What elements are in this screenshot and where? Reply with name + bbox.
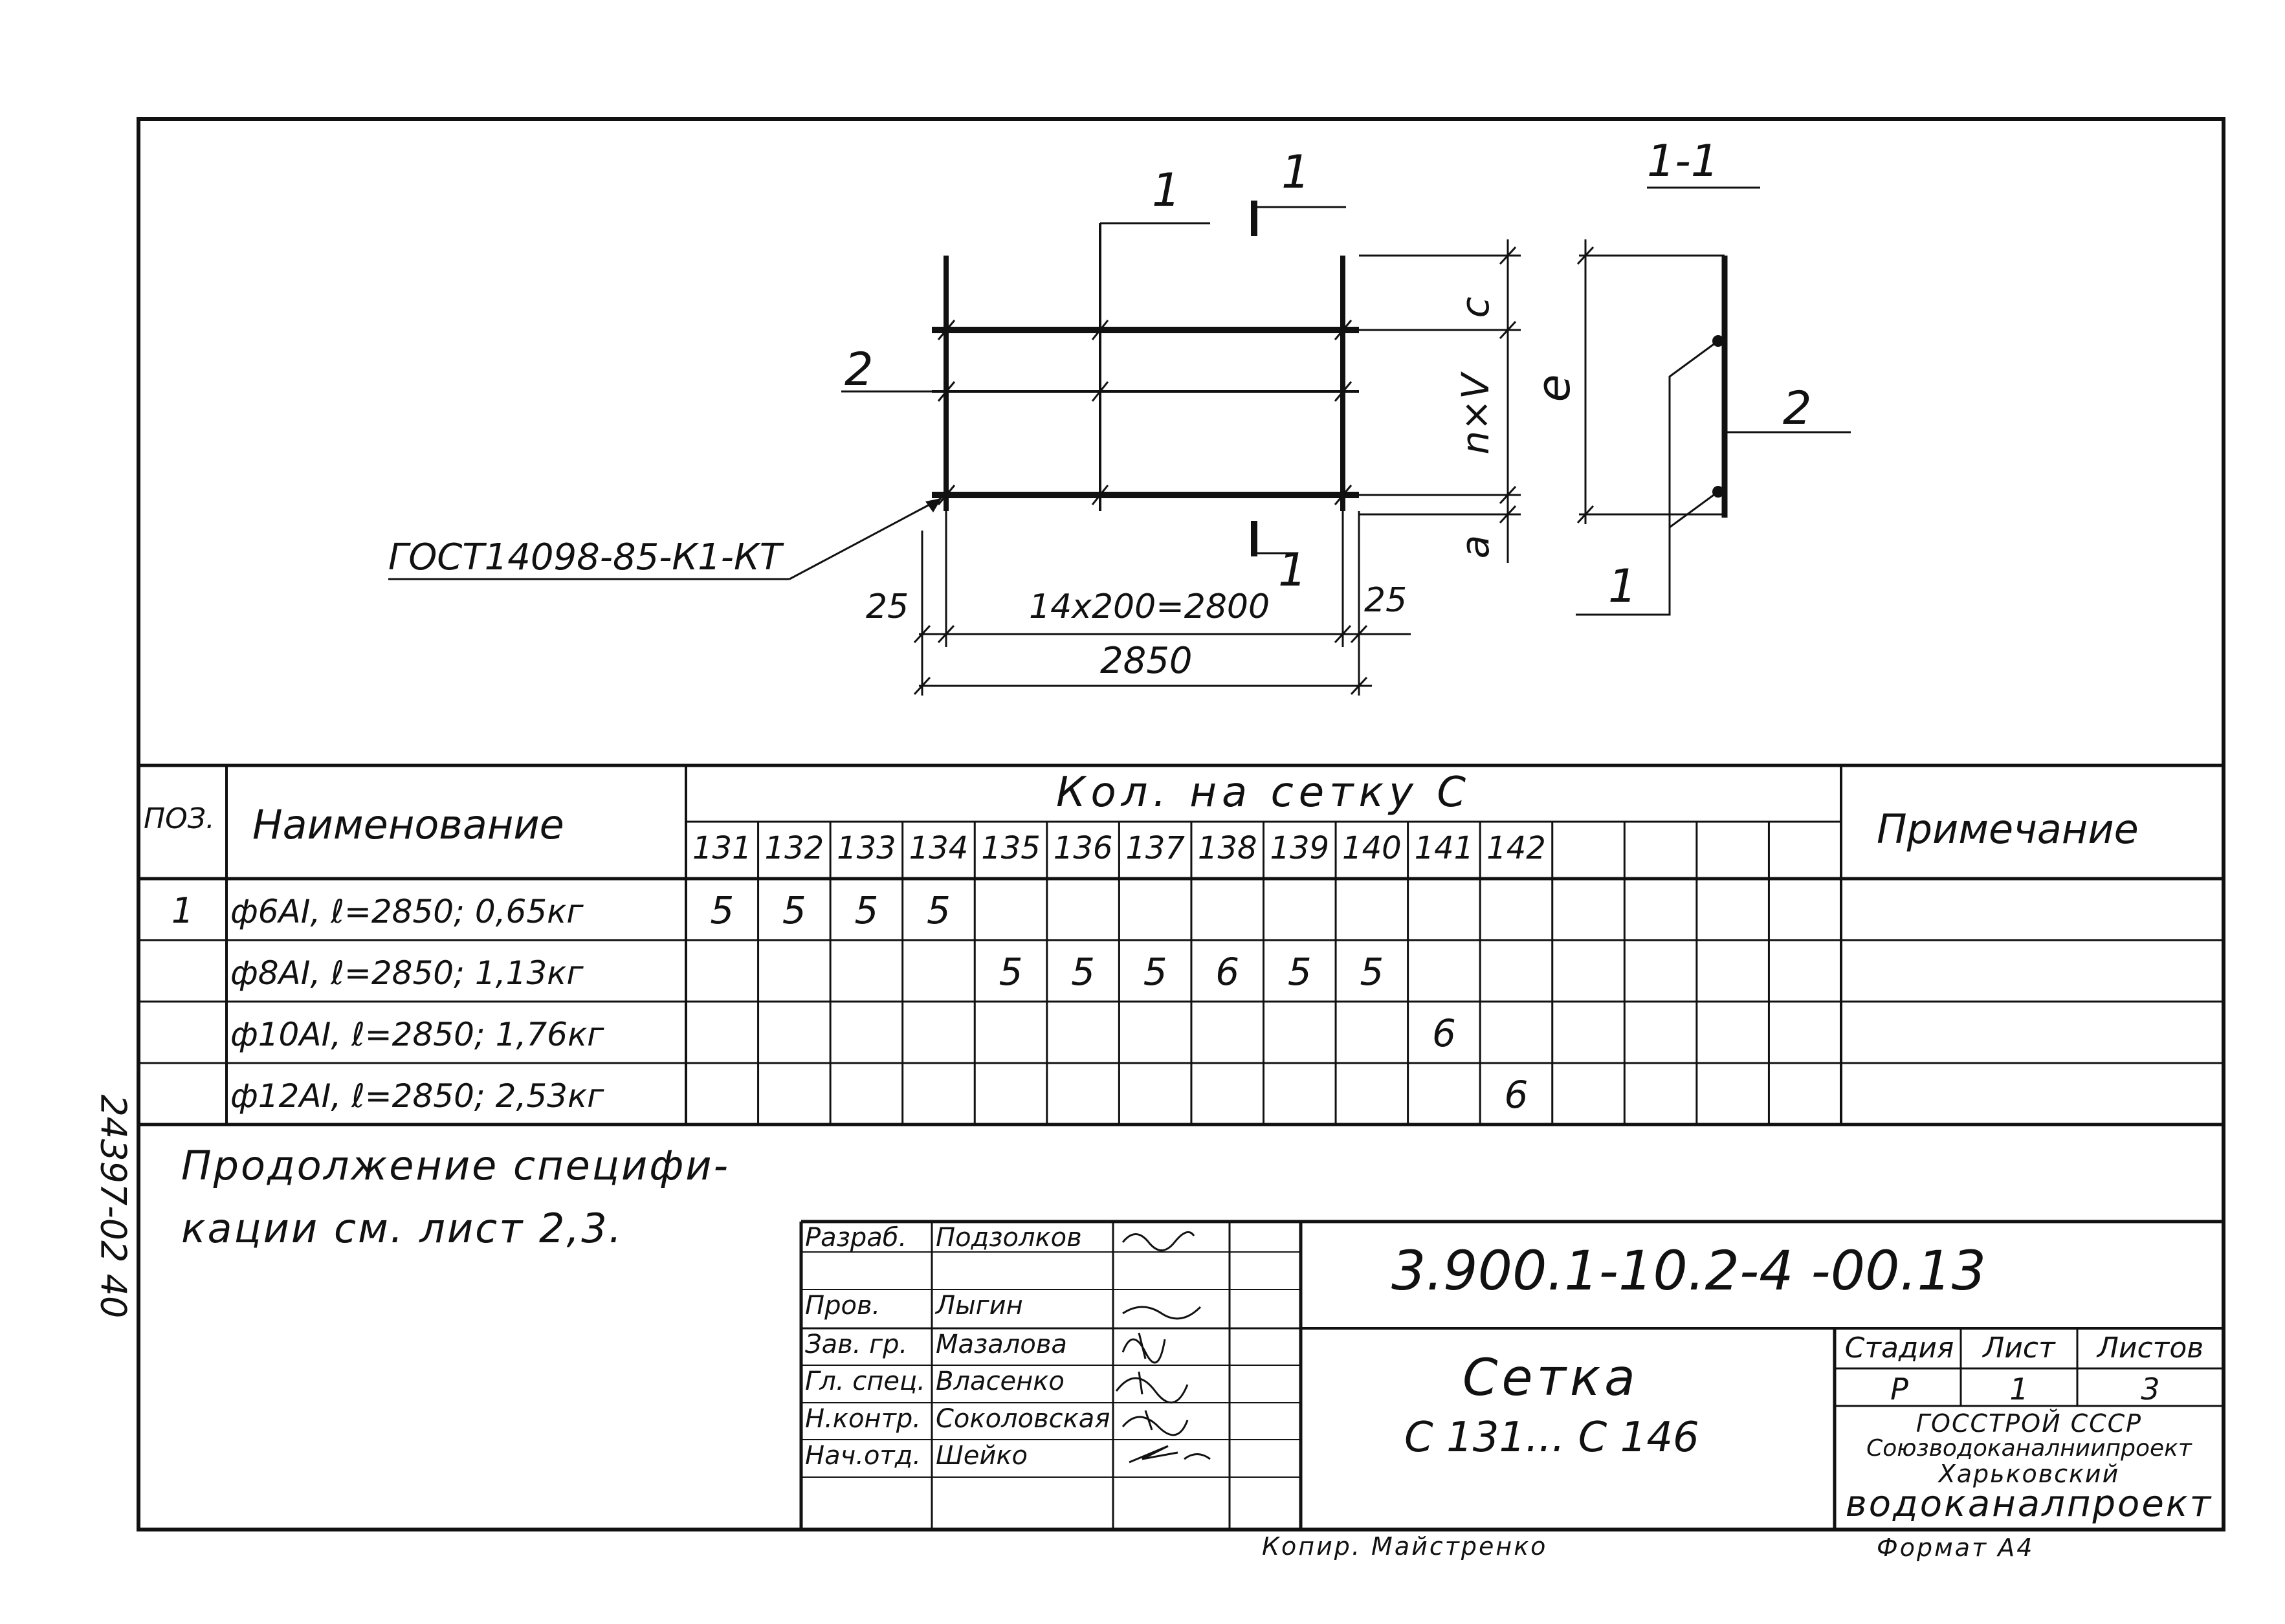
qty-column-header: 140	[1342, 830, 1402, 866]
signature-4	[1115, 1371, 1189, 1404]
qty-column-header: 134	[909, 830, 969, 866]
qty-cell: 5	[927, 888, 951, 932]
weld-note: ГОСТ14098-85-К1-КТ	[388, 536, 784, 578]
qty-column-header: 132	[764, 830, 824, 866]
row-name: ф8АI, ℓ=2850; 1,13кг	[230, 954, 584, 992]
signature-5	[1121, 1410, 1189, 1436]
qty-cell: 5	[1287, 950, 1312, 994]
footer-format: Формат А4	[1877, 1533, 2035, 1562]
side-stamp: 24397-02 40	[93, 1094, 134, 1319]
row-name: ф12АI, ℓ=2850; 2,53кг	[230, 1077, 604, 1115]
qty-cell: 5	[710, 888, 734, 932]
dim-25-right: 25	[1364, 581, 1407, 620]
row-pos: 1	[171, 890, 194, 931]
sheet-frame	[137, 117, 2225, 1531]
dim-nxv-label: n×V	[1453, 371, 1497, 454]
qty-cell: 6	[1431, 1011, 1456, 1055]
row-name: ф10АI, ℓ=2850; 1,76кг	[230, 1016, 604, 1053]
signer-name: Власенко	[936, 1366, 1065, 1396]
section-title: 1-1	[1647, 136, 1719, 187]
signer-role: Н.контр.	[805, 1404, 921, 1434]
sheets-label: Листов	[2097, 1332, 2204, 1365]
org-line-2: Союзводоканалниипроект	[1866, 1435, 2192, 1462]
sheet-value: 1	[2009, 1372, 2029, 1407]
qty-column-header: 138	[1197, 830, 1257, 866]
header-note: Примечание	[1877, 806, 2139, 853]
qty-cell: 5	[1143, 950, 1167, 994]
qty-column-header: 135	[981, 830, 1041, 866]
stage-value: Р	[1890, 1372, 1908, 1407]
continuation-line-1: Продолжение специфи-	[181, 1142, 730, 1189]
section-1-1	[1576, 186, 1851, 616]
qty-column-header: 133	[837, 830, 896, 866]
footer-copier: Копир. Майстренко	[1262, 1532, 1548, 1561]
signature-6	[1129, 1445, 1211, 1464]
signer-name: Подзолков	[936, 1223, 1082, 1253]
signer-name: Лыгин	[936, 1291, 1023, 1321]
header-qty: Кол. на сетку С	[1056, 769, 1471, 817]
title-line-1: Сетка	[1463, 1349, 1639, 1407]
signature-3	[1121, 1332, 1166, 1364]
dim-pitch: 14х200=2800	[1029, 587, 1270, 626]
signer-name: Мазалова	[936, 1330, 1067, 1359]
section-mark-top-label: 1	[1281, 146, 1310, 199]
qty-cell: 6	[1504, 1073, 1529, 1117]
row-name: ф6АI, ℓ=2850; 0,65кг	[230, 893, 584, 930]
signer-role: Гл. спец.	[805, 1366, 925, 1396]
signer-role: Зав. гр.	[805, 1330, 908, 1359]
section-mark-bottom-label: 1	[1278, 543, 1307, 597]
qty-cell: 5	[1071, 950, 1096, 994]
dim-a-label: a	[1453, 535, 1498, 559]
dim-25-left: 25	[866, 587, 909, 626]
continuation-line-2: кации см. лист 2,3.	[181, 1205, 624, 1252]
org-line-4: водоканалпроект	[1845, 1483, 2213, 1525]
signature-1	[1121, 1231, 1195, 1251]
org-line-3: Харьковский	[1938, 1460, 2120, 1488]
qty-column-header: 136	[1053, 830, 1113, 866]
signer-role: Пров.	[805, 1291, 881, 1321]
mesh-plan	[388, 201, 1521, 696]
doc-code: 3.900.1-10.2-4 -00.13	[1391, 1239, 1987, 1302]
section-label-2: 2	[1783, 382, 1812, 435]
qty-cell: 5	[1360, 950, 1384, 994]
signer-name: Шейко	[936, 1441, 1028, 1471]
signature-2	[1122, 1306, 1202, 1320]
leader-1-top-label: 1	[1152, 164, 1181, 217]
dim-c-label: c	[1453, 297, 1498, 318]
qty-column-header: 131	[692, 830, 752, 866]
spec-table-grid	[138, 763, 2224, 1126]
qty-cell: 5	[782, 888, 806, 932]
signer-name: Соколовская	[936, 1404, 1110, 1434]
sheets-value: 3	[2141, 1372, 2160, 1407]
signer-role: Нач.отд.	[805, 1441, 922, 1471]
qty-cell: 6	[1215, 950, 1240, 994]
dim-total: 2850	[1100, 640, 1193, 682]
leader-2-label: 2	[844, 343, 874, 396]
dim-e-label: e	[1527, 374, 1580, 402]
qty-column-header: 139	[1270, 830, 1330, 866]
qty-cell: 5	[854, 888, 879, 932]
signatures	[1115, 1231, 1211, 1464]
stage-label: Стадия	[1844, 1332, 1954, 1365]
qty-column-header: 141	[1414, 830, 1474, 866]
title-block-grid	[799, 1220, 2224, 1530]
title-line-2: С 131... С 146	[1404, 1414, 1699, 1462]
signer-role: Разраб.	[805, 1223, 907, 1253]
qty-column-header: 137	[1125, 830, 1185, 866]
qty-column-header: 142	[1486, 830, 1546, 866]
org-line-1: ГОССТРОЙ СССР	[1915, 1409, 2143, 1438]
header-pos: ПОЗ.	[144, 802, 215, 835]
qty-cell: 5	[999, 950, 1023, 994]
header-name: Наименование	[252, 801, 564, 848]
sheet-label: Лист	[1983, 1332, 2055, 1365]
section-label-1: 1	[1608, 560, 1637, 613]
